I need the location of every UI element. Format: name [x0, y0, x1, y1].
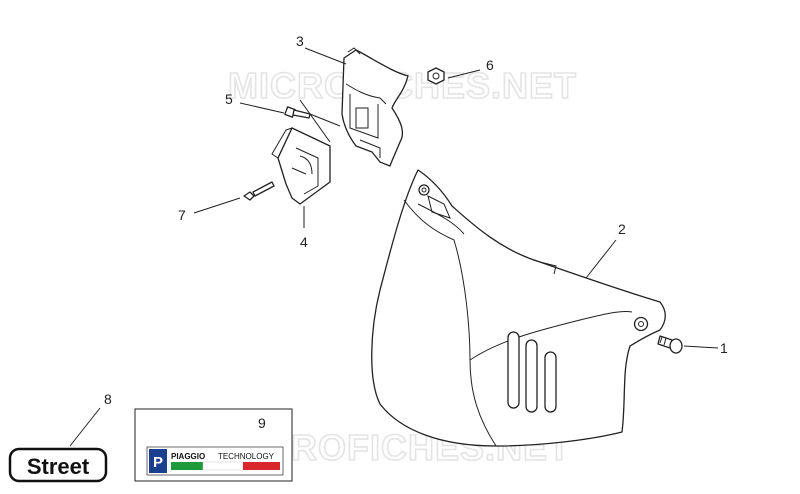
flag-stripe-green [171, 462, 203, 470]
callout-5: 5 [225, 91, 233, 107]
part-2-mudguard [371, 169, 666, 447]
callout-8: 8 [104, 391, 112, 407]
sticker-tech: TECHNOLOGY [218, 452, 275, 461]
part-6-nut [427, 67, 445, 85]
callout-3: 3 [296, 33, 304, 49]
callout-7: 7 [178, 207, 186, 223]
callout-6: 6 [486, 57, 494, 73]
flag-stripe-white [202, 461, 244, 471]
piaggio-logo-icon [149, 449, 167, 473]
part-9-sticker: 9 P PIAGGIO TECHNOLOGY [134, 408, 293, 482]
part-4-clip [271, 127, 331, 205]
part-3-bracket-cover [341, 47, 409, 167]
street-badge-text: Street [27, 454, 90, 479]
callout-2: 2 [618, 221, 626, 237]
callout-1: 1 [720, 340, 728, 356]
part-7-screw [243, 181, 275, 201]
part-5-screw [284, 106, 311, 119]
flag-stripe-red [243, 462, 280, 470]
callout-4: 4 [300, 234, 308, 250]
part-1-screw [657, 335, 683, 354]
piaggio-logo-letter: P [153, 454, 163, 471]
part-8-street-badge: Street [8, 447, 108, 483]
callout-9: 9 [258, 415, 266, 431]
sticker-brand: PIAGGIO [171, 452, 205, 461]
